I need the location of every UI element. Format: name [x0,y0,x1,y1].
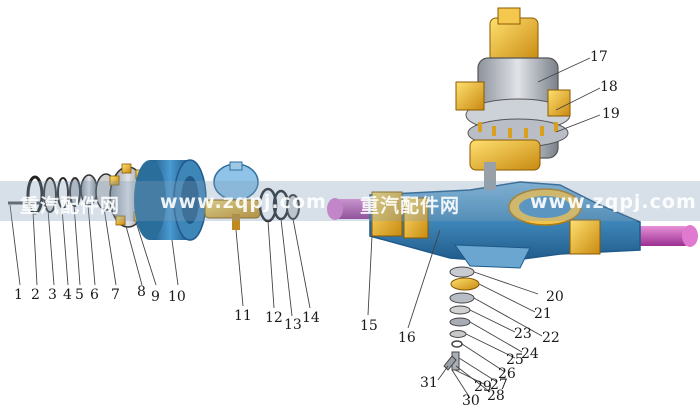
callout-8: 8 [137,284,146,300]
callout-18: 18 [600,79,618,95]
callout-2: 2 [31,287,40,303]
watermark-text-cn-right: 重汽配件网 [360,195,461,217]
lower-small-parts [443,266,480,371]
callout-29: 29 [474,379,492,395]
seal-ring [43,177,57,213]
callout-13: 13 [284,317,302,333]
callout-26: 26 [498,366,516,382]
callout-31: 31 [420,375,438,391]
callout-9: 9 [151,289,160,305]
callout-3: 3 [48,287,57,303]
callout-20: 20 [546,289,564,305]
callout-21: 21 [534,306,552,322]
brake-drum [134,159,207,241]
callout-25: 25 [506,352,524,368]
callout-4: 4 [63,287,72,303]
callout-5: 5 [75,287,84,303]
callout-15: 15 [360,318,378,334]
callout-16: 16 [398,330,416,346]
watermark-text-cn-left: 重汽配件网 [20,195,121,217]
callout-24: 24 [521,346,539,362]
washer-ring [26,175,44,215]
callout-7: 7 [111,287,120,303]
leader-lines [9,57,601,399]
callout-22: 22 [542,330,560,346]
callout-23: 23 [514,326,532,342]
carrier-bolts [478,122,558,138]
callout-10: 10 [168,289,186,305]
callout-11: 11 [234,308,252,324]
differential-carrier [455,7,571,190]
axle-housing [327,181,698,269]
callout-12: 12 [265,310,283,326]
callout-28: 28 [487,388,505,404]
callout-6: 6 [90,287,99,303]
callout-17: 17 [590,49,608,65]
thrust-washer [69,177,81,207]
watermark-url-right: www.zqpj.com [530,191,697,213]
callout-27: 27 [490,377,508,393]
retainer-ring [57,177,69,209]
watermark-band [0,181,700,221]
watermark-url-left: www.zqpj.com [160,191,327,213]
callout-30: 30 [462,393,480,409]
callout-14: 14 [302,310,320,326]
callout-1: 1 [14,287,23,303]
callout-19: 19 [602,106,620,122]
